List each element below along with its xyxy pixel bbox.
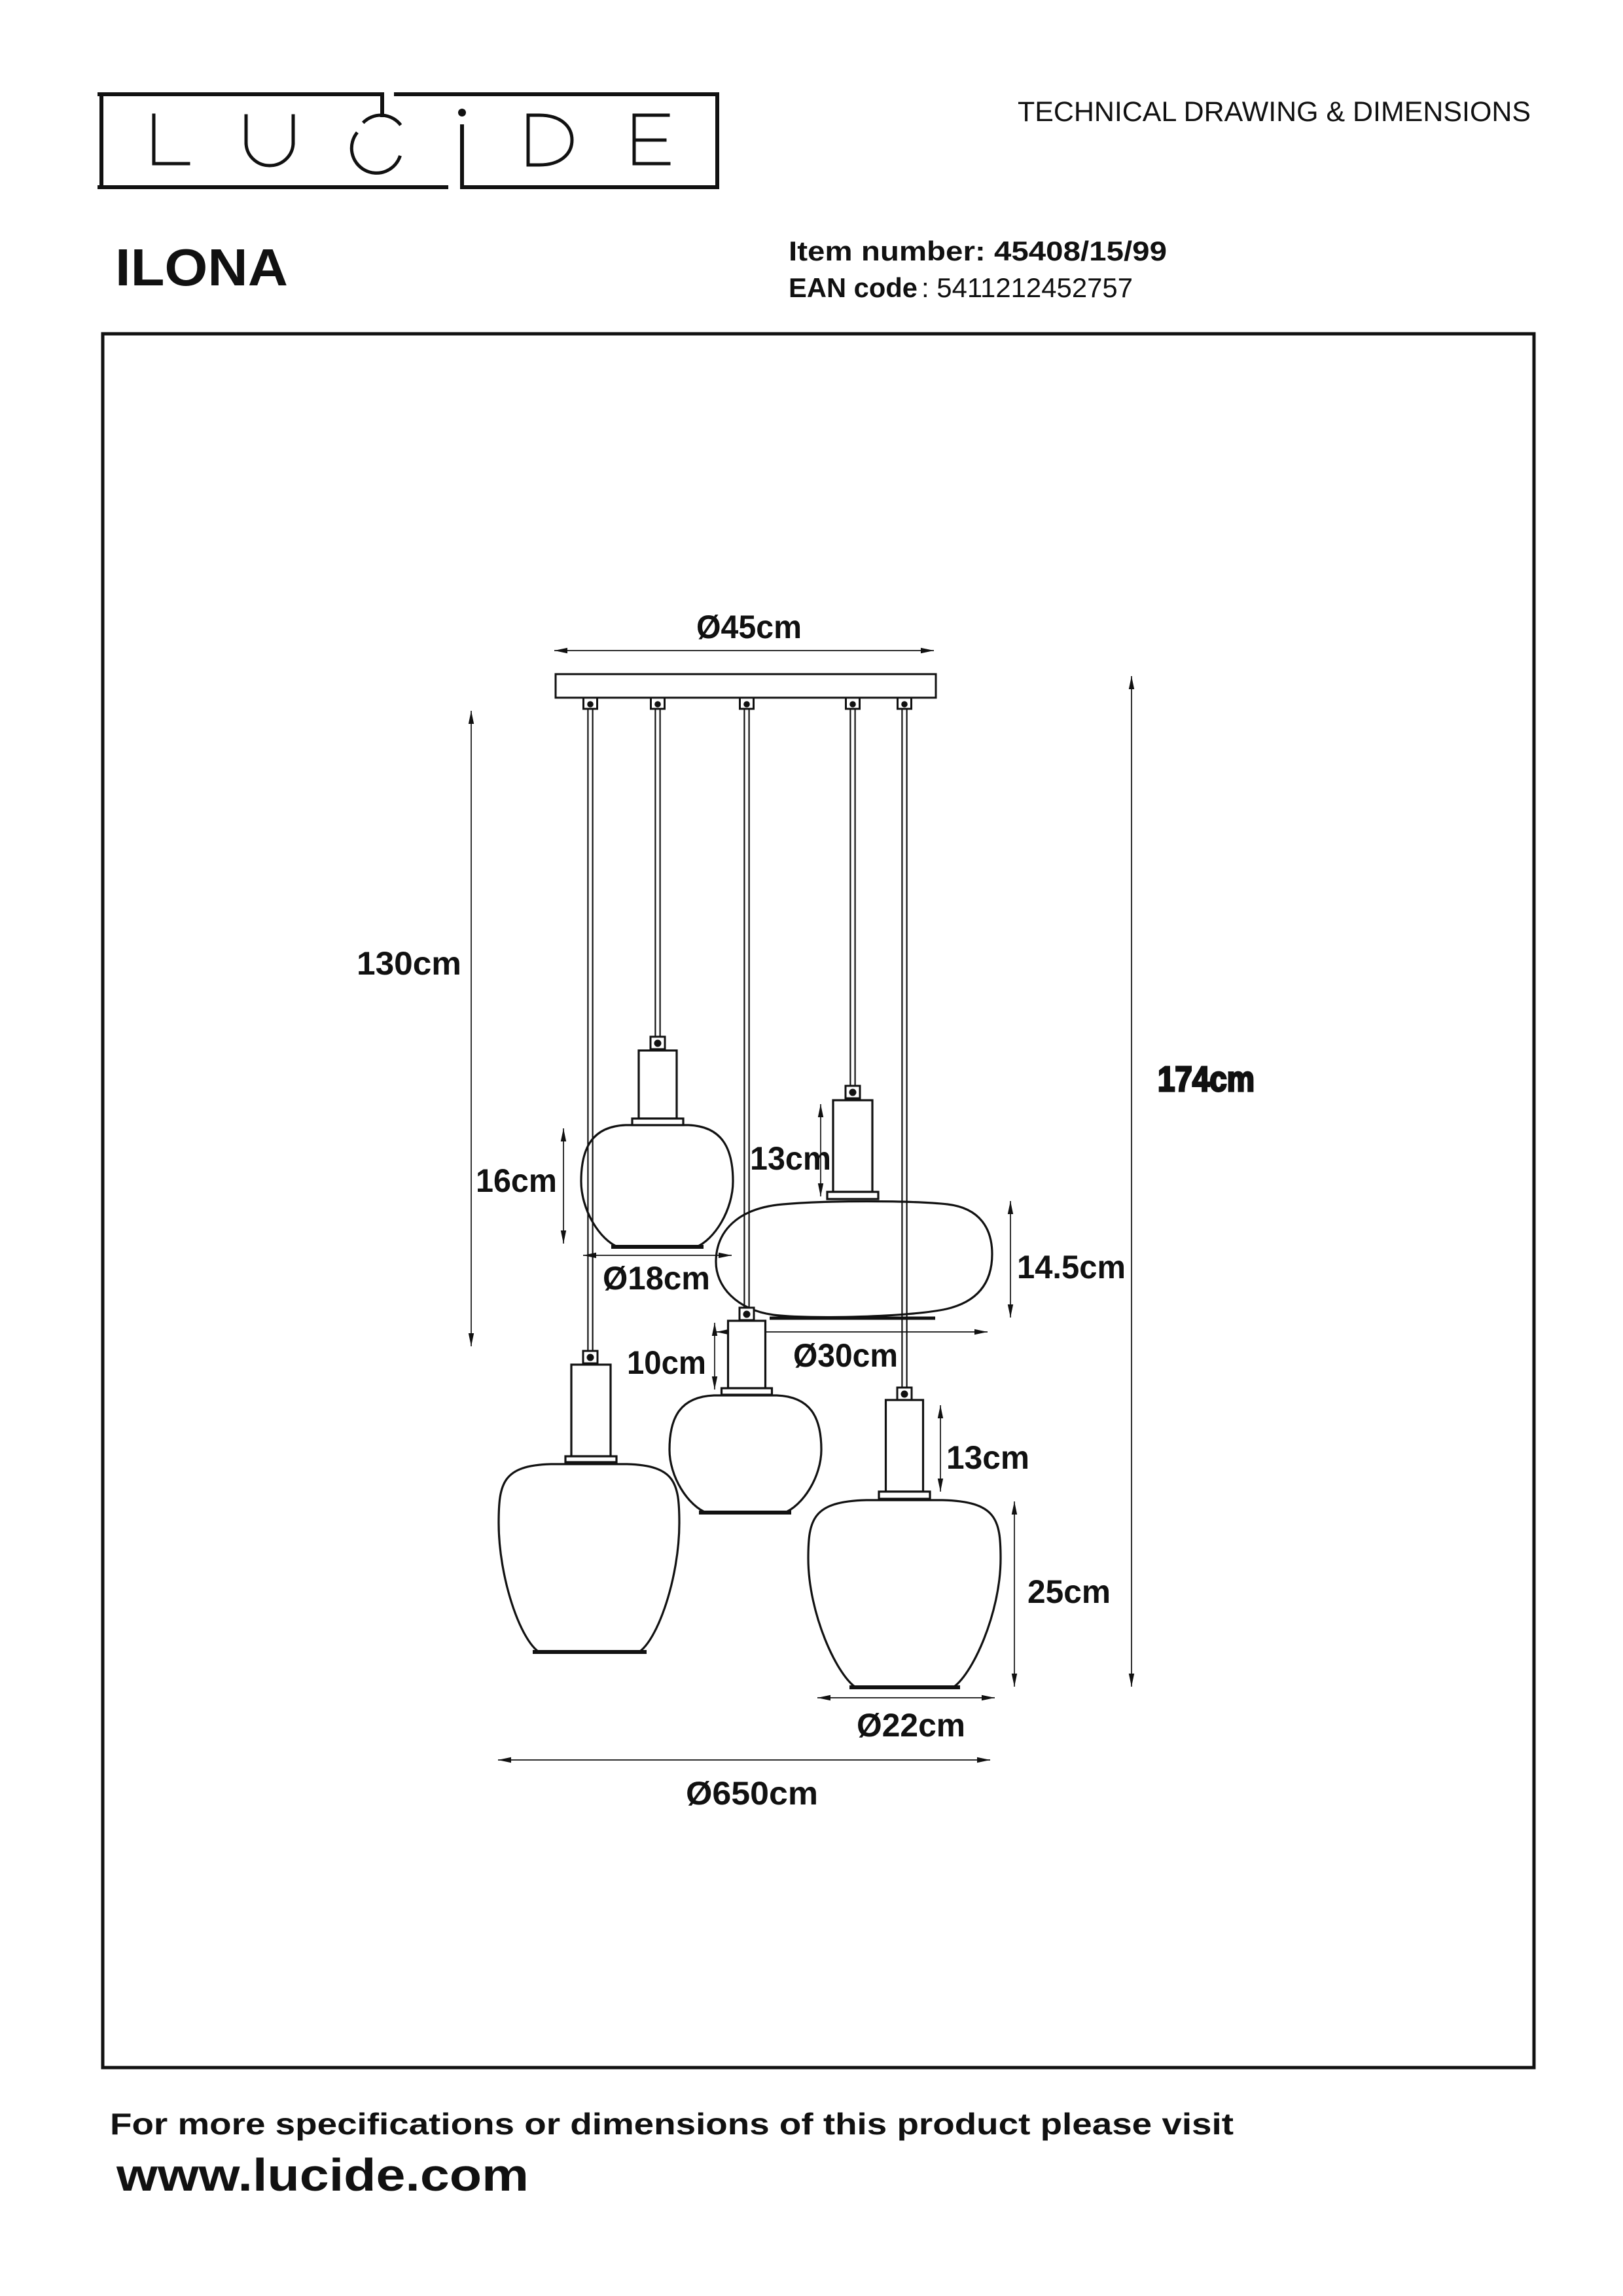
svg-text:Ø650cm: Ø650cm xyxy=(686,1775,818,1812)
svg-text:25cm: 25cm xyxy=(1027,1573,1111,1610)
svg-text:Ø22cm: Ø22cm xyxy=(857,1707,965,1744)
svg-text:ILONA: ILONA xyxy=(115,238,288,296)
svg-text:174cm: 174cm xyxy=(1158,1060,1255,1099)
svg-text:13cm: 13cm xyxy=(946,1439,1029,1476)
svg-text:16cm: 16cm xyxy=(476,1162,557,1199)
svg-text:130cm: 130cm xyxy=(357,945,461,982)
svg-text:TECHNICAL DRAWING & DIMENSIONS: TECHNICAL DRAWING & DIMENSIONS xyxy=(1018,96,1531,128)
svg-text:13cm: 13cm xyxy=(750,1140,831,1177)
svg-text:EAN code: EAN code xyxy=(789,272,918,303)
svg-text:Item number: 45408/15/99: Item number: 45408/15/99 xyxy=(789,236,1167,266)
svg-text:14.5cm: 14.5cm xyxy=(1017,1249,1126,1285)
svg-text:Ø18cm: Ø18cm xyxy=(603,1260,710,1297)
svg-text:10cm: 10cm xyxy=(627,1344,706,1381)
svg-text:Ø45cm: Ø45cm xyxy=(696,609,802,645)
svg-text:: 5411212452757: : 5411212452757 xyxy=(921,272,1133,303)
svg-text:Ø30cm: Ø30cm xyxy=(793,1337,898,1374)
svg-text:For more specifications or dim: For more specifications or dimensions of… xyxy=(110,2107,1234,2141)
svg-text:www.lucide.com: www.lucide.com xyxy=(116,2149,529,2200)
